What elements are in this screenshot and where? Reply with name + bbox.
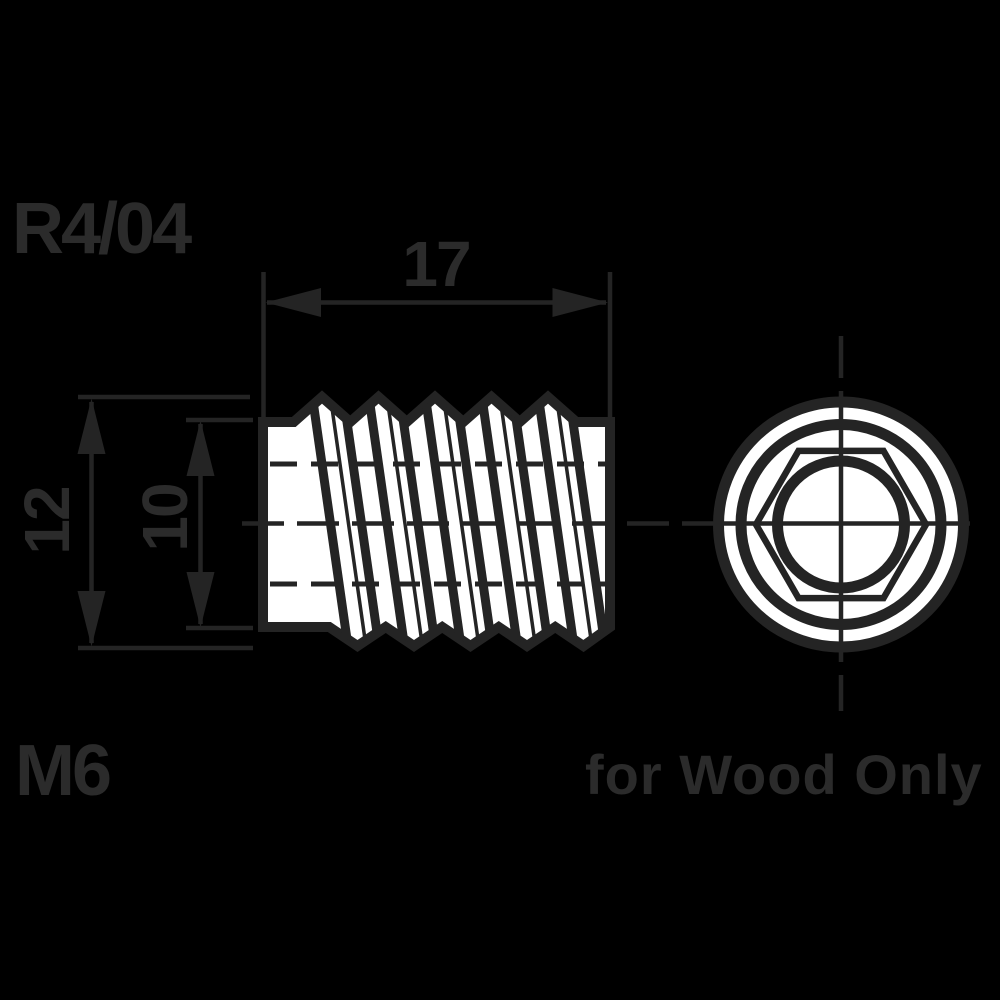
- length-value: 17: [402, 228, 469, 300]
- dimension-outer-diameter: 12: [11, 394, 253, 651]
- dimension-body-diameter: 10: [129, 417, 253, 631]
- material-note-label: for Wood Only: [585, 743, 983, 806]
- arrowhead-top: [186, 420, 215, 476]
- minor-diameter-dashed-lines: [270, 461, 606, 587]
- part-code-label: R4/04: [12, 189, 192, 269]
- arrowhead-bottom: [77, 591, 106, 647]
- arrowhead-left: [265, 288, 321, 317]
- dimension-length: 17: [261, 228, 613, 417]
- arrowhead-top: [77, 398, 106, 454]
- thread-size-label: M6: [15, 731, 110, 811]
- arrowhead-bottom: [186, 572, 215, 628]
- body-diameter-value: 10: [129, 484, 201, 551]
- arrowhead-right: [552, 288, 608, 317]
- end-view: [713, 396, 969, 653]
- outer-diameter-value: 12: [11, 487, 83, 555]
